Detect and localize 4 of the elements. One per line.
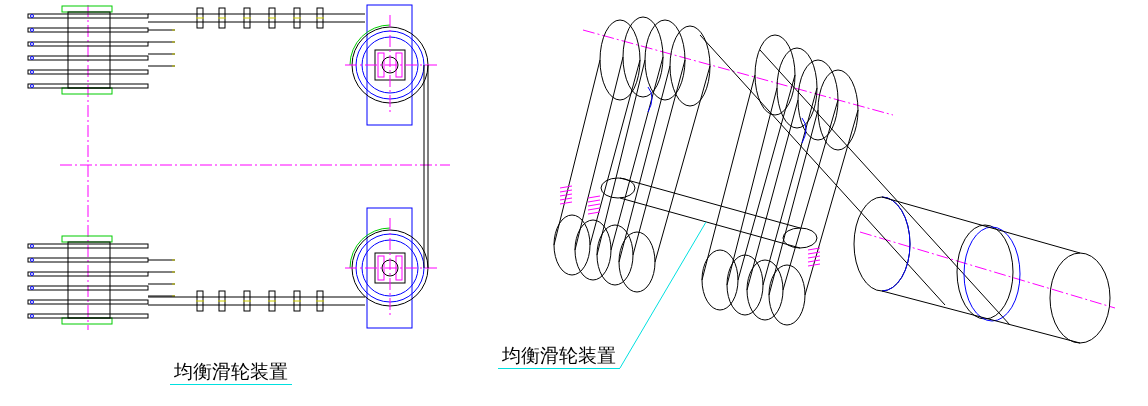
part-label: 均衡滑轮装置 <box>170 360 292 385</box>
leader-line <box>619 221 707 369</box>
part-label: 均衡滑轮装置 <box>498 344 620 369</box>
shaft-drawing <box>600 177 818 249</box>
